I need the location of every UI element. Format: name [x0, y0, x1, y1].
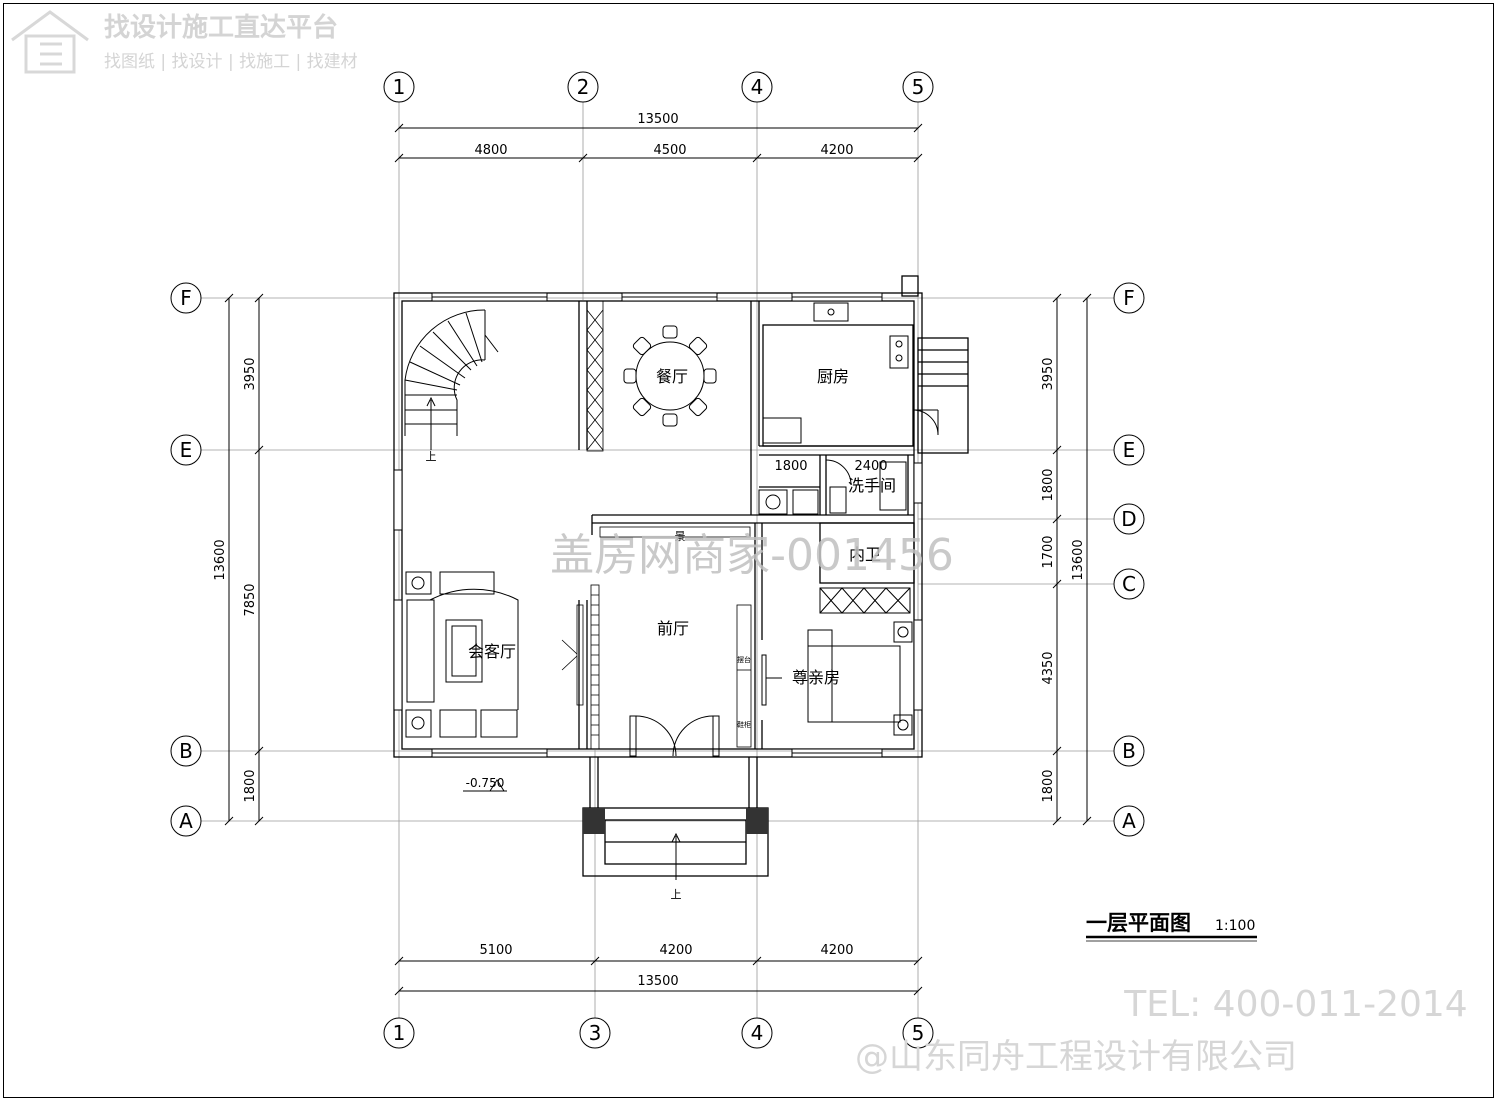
scenery-strip: [599, 526, 751, 538]
label-shoe-cabinet: 鞋柜: [737, 720, 751, 729]
dining-screen: [586, 300, 604, 452]
axis-top-5: 5: [912, 75, 925, 99]
living-sofa-set: [405, 571, 519, 738]
bottom-dim-2: 4200: [659, 943, 692, 958]
platform-tags: 找图纸 | 找设计 | 找施工 | 找建材: [104, 52, 358, 72]
platform-title: 找设计施工直达平台: [104, 12, 338, 43]
axis-top-4: 4: [751, 75, 764, 99]
porch-up-label: 上: [671, 888, 682, 901]
axis-bottom-4: 4: [751, 1021, 764, 1045]
axis-right-D: D: [1121, 507, 1136, 531]
room-dining: 餐厅: [656, 367, 688, 386]
room-elder-bedroom: 尊亲房: [792, 668, 840, 687]
axis-right-E: E: [1123, 438, 1136, 462]
axis-left-A: A: [179, 809, 193, 833]
company-watermark: @山东同舟工程设计有限公司: [855, 1037, 1297, 1077]
room-kitchen: 厨房: [817, 367, 849, 386]
top-total-dim: 13500: [637, 112, 678, 127]
room-foyer: 前厅: [657, 619, 689, 638]
label-display: 摆台: [737, 655, 751, 664]
spiral-stair-icon: [404, 309, 499, 450]
top-dim-3: 4200: [820, 143, 853, 158]
label-scenery: 景: [675, 530, 686, 543]
axis-right-B: B: [1122, 739, 1136, 763]
porch-column-right: [746, 808, 768, 834]
axis-left-B: B: [179, 739, 193, 763]
bottom-dim-3: 4200: [820, 943, 853, 958]
top-dimension-lines: [394, 123, 923, 163]
bedroom-door: [761, 654, 782, 706]
entrance-double-door: [629, 715, 720, 757]
right-dim-2: 1800: [1041, 468, 1056, 501]
left-total-dim: 13600: [213, 539, 228, 580]
left-dim-3: 1800: [243, 769, 258, 802]
right-dim-3: 1700: [1041, 535, 1056, 568]
washroom-fixtures: [758, 459, 907, 515]
porch-arrow-head-icon: [671, 832, 681, 843]
left-dimension-lines: [224, 293, 264, 826]
right-dimension-lines: [1052, 293, 1092, 826]
axis-right-A: A: [1122, 809, 1136, 833]
axis-bottom-5: 5: [912, 1021, 925, 1045]
bedroom-bed: [807, 587, 913, 736]
bottom-dimension-lines: [394, 956, 923, 996]
elevation-mark: [463, 779, 507, 792]
living-tv-cabinet: [561, 604, 584, 706]
dining-table-icon: [623, 325, 717, 427]
kitchen-fixtures: [762, 302, 939, 444]
axis-bottom-1: 1: [393, 1021, 406, 1045]
bottom-total-dim: 13500: [637, 974, 678, 989]
center-watermark: 盖房网商家-001456: [550, 530, 954, 581]
drawing-scale: 1:100: [1215, 918, 1255, 934]
axis-left-F: F: [180, 286, 192, 310]
foyer-partition-fence: [590, 584, 600, 750]
axis-right-F: F: [1123, 286, 1135, 310]
inner-dim-1800: 1800: [774, 459, 807, 474]
top-dim-2: 4500: [653, 143, 686, 158]
drawing-border: [3, 3, 1494, 1098]
inner-dim-2400: 2400: [854, 459, 887, 474]
room-living: 会客厅: [468, 642, 516, 661]
bottom-dim-1: 5100: [479, 943, 512, 958]
right-dim-5: 1800: [1041, 769, 1056, 802]
axis-left-E: E: [180, 438, 193, 462]
phone-watermark: TEL: 400-011-2014: [1123, 984, 1467, 1025]
right-dim-4: 4350: [1041, 651, 1056, 684]
left-dim-2: 7850: [243, 583, 258, 616]
right-total-dim: 13600: [1071, 539, 1086, 580]
axis-right-C: C: [1122, 572, 1136, 596]
left-dim-1: 3950: [243, 357, 258, 390]
drawing-title: 一层平面图: [1086, 911, 1191, 935]
room-inner-bath: 内卫: [849, 545, 881, 564]
right-dim-1: 3950: [1041, 357, 1056, 390]
stair-up-label: 上: [426, 450, 437, 463]
axis-top-1: 1: [393, 75, 406, 99]
windows: [393, 292, 923, 758]
foyer-cabinet: [736, 604, 752, 748]
axis-bubbles: [170, 71, 1145, 1049]
top-dim-1: 4800: [474, 143, 507, 158]
axis-bottom-3: 3: [589, 1021, 602, 1045]
platform-logo-icon: [11, 10, 89, 74]
porch-column-left: [583, 808, 605, 834]
elevation-value: -0.750: [466, 776, 505, 790]
axis-top-2: 2: [577, 75, 590, 99]
room-washroom: 洗手间: [848, 476, 896, 495]
